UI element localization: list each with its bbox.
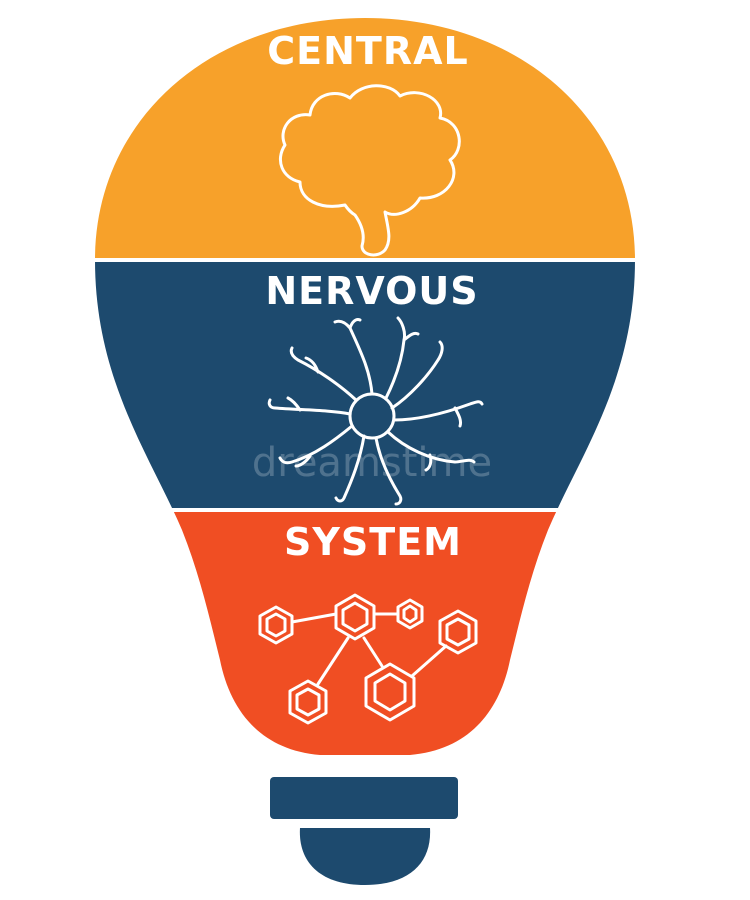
bulb-base-bar <box>270 777 458 819</box>
bulb-base-cap <box>299 828 431 885</box>
middle-section <box>95 262 635 508</box>
molecule-icon <box>258 593 478 725</box>
label-nervous: NERVOUS <box>265 269 478 313</box>
label-central: CENTRAL <box>267 29 468 73</box>
brain-icon <box>279 84 461 257</box>
label-system: SYSTEM <box>284 520 462 564</box>
neuron-icon <box>267 316 484 506</box>
